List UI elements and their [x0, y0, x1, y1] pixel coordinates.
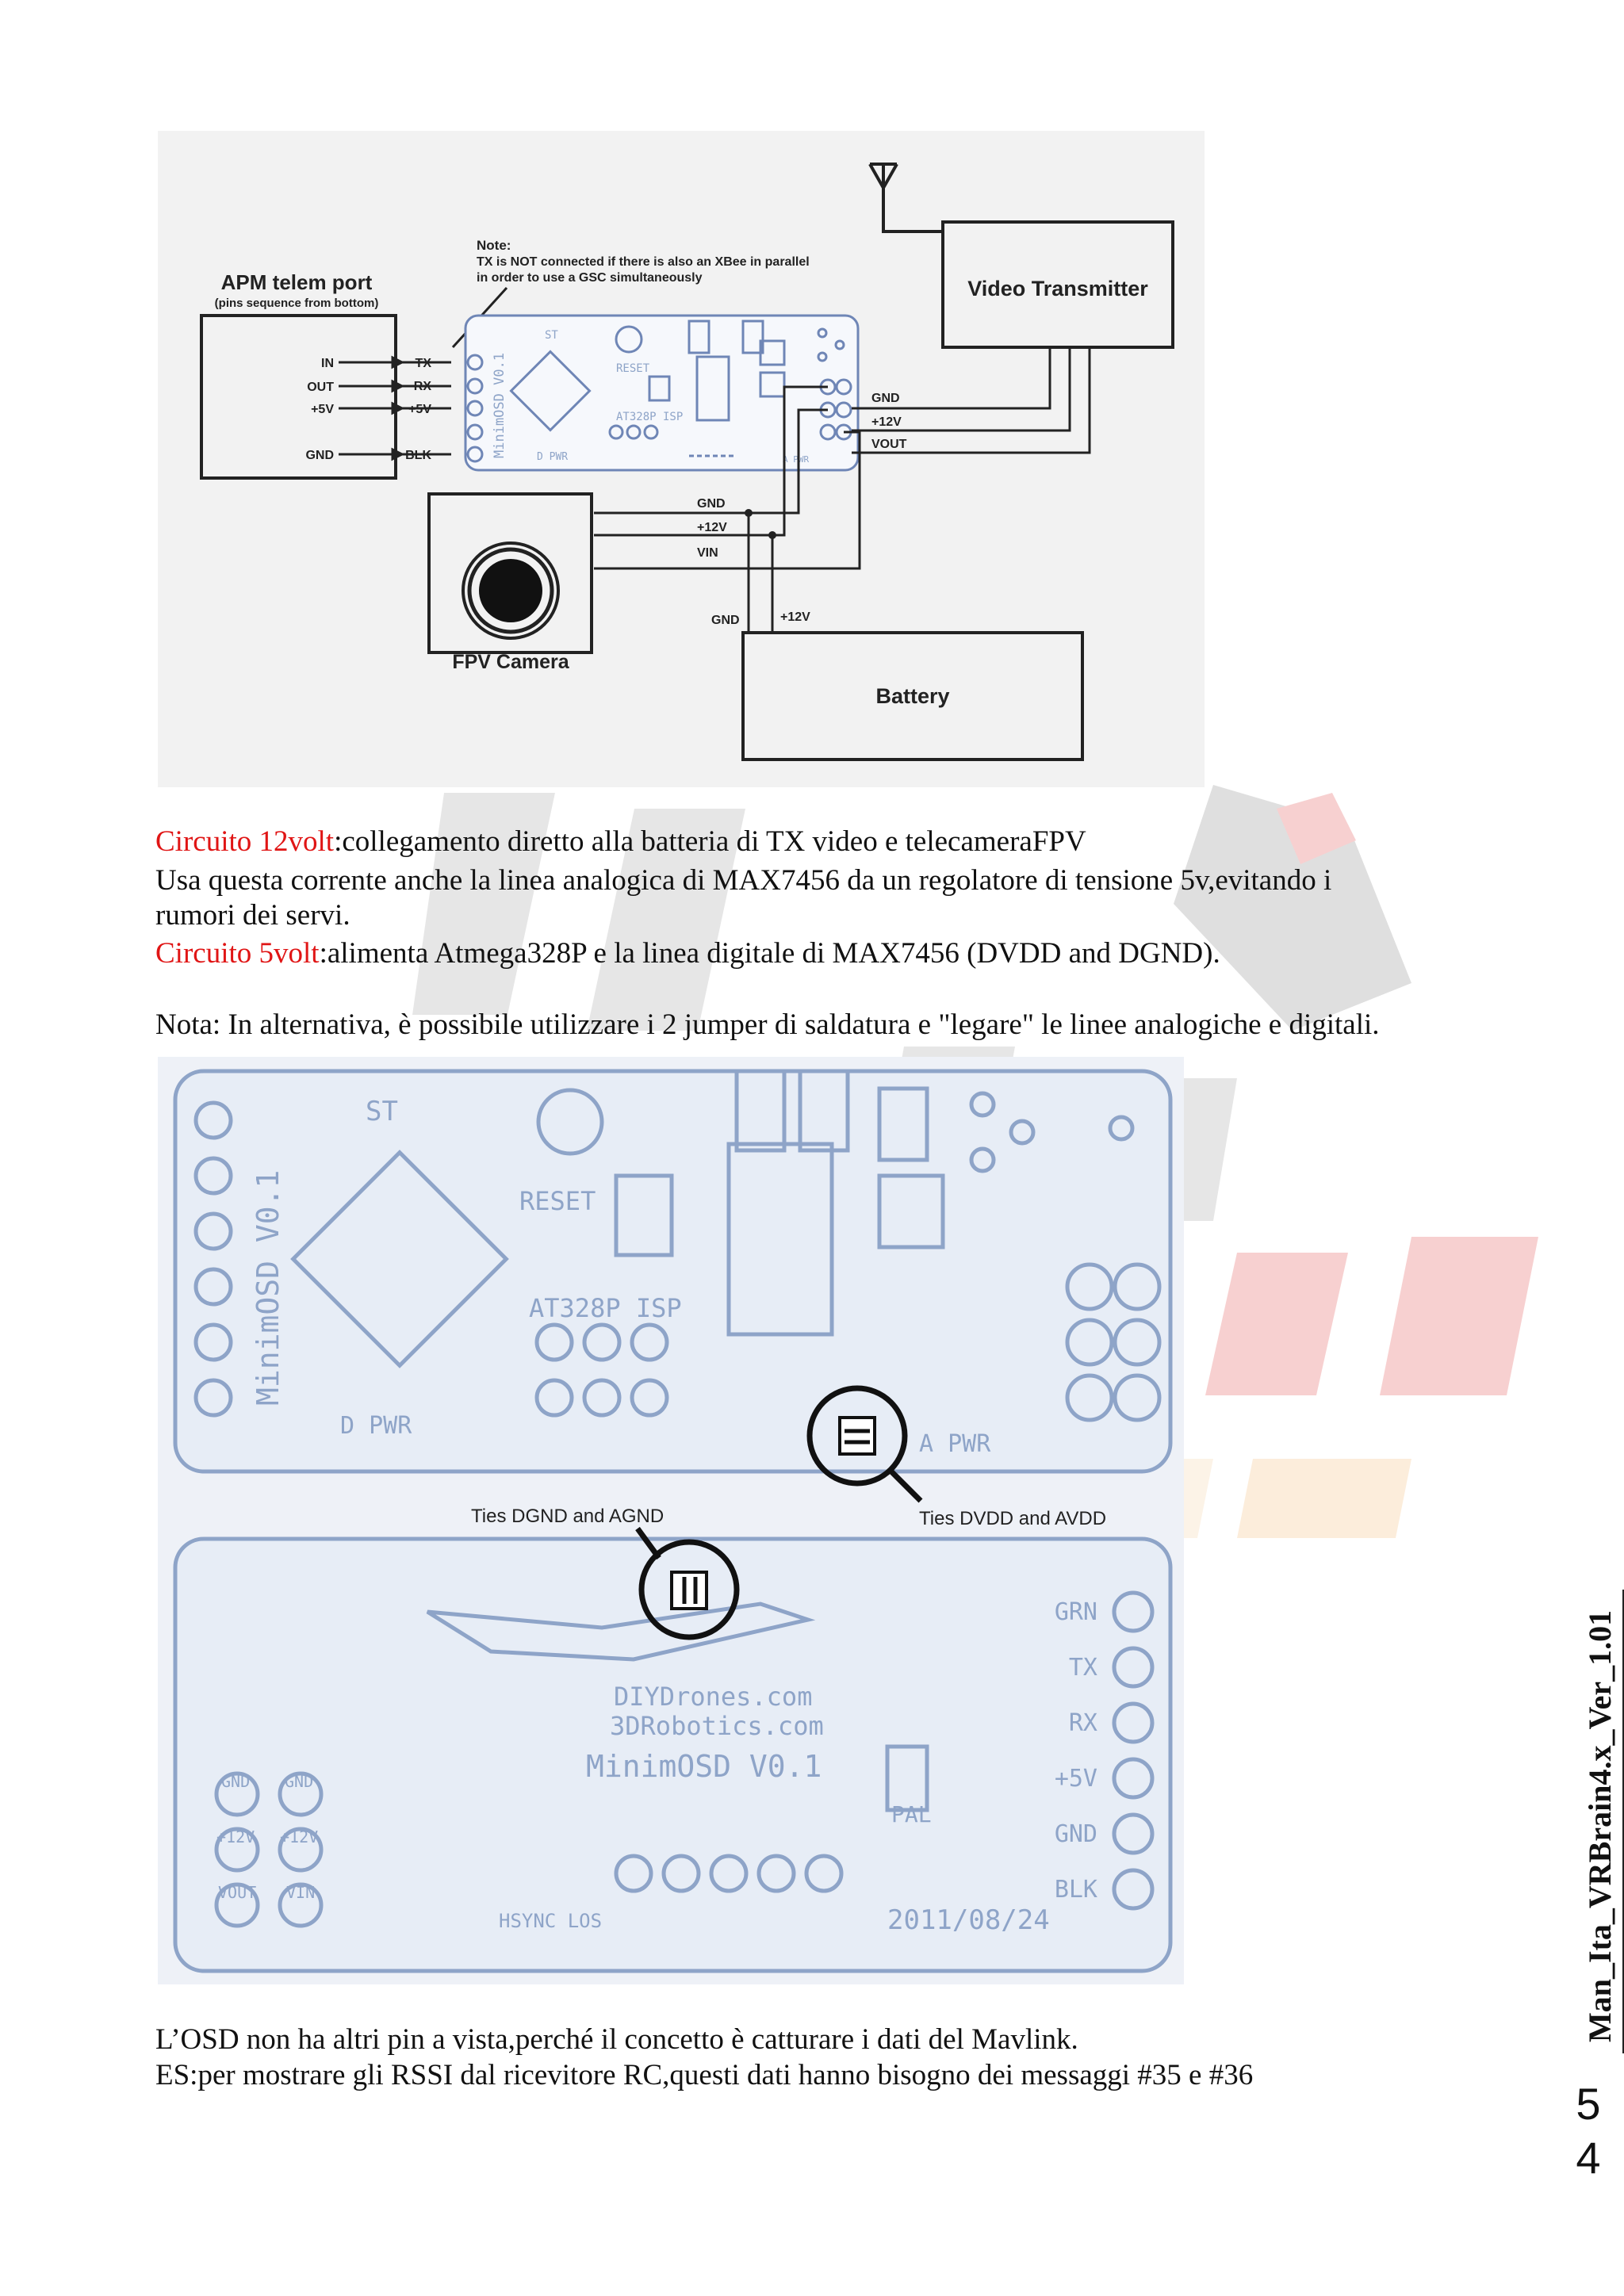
osd-pin-5v: +5V — [408, 403, 431, 416]
camera-wire-12v: +12V — [697, 521, 727, 534]
apm-title: APM telem port — [221, 270, 373, 294]
pcb-label-name-bottom: MinimOSD V0.1 — [586, 1749, 822, 1784]
circuit-5v-label: Circuito 5volt — [155, 937, 320, 970]
circuit-12v-text: :collegamento diretto alla batteria di T… — [334, 825, 1086, 858]
apm-pin-5v: +5V — [311, 403, 334, 416]
document-title: Man_Ita_VRBrain4.x_Ver_1.01 — [1582, 1609, 1618, 2042]
callout-left-label: Ties DGND and AGND — [471, 1506, 664, 1527]
wiring-diagram: Video Transmitter APM telem port (pins s… — [200, 163, 1174, 761]
pcb-label-isp: AT328P ISP — [529, 1293, 682, 1323]
pcb-label-diydrones: DIYDrones.com — [614, 1682, 812, 1712]
osd-pin-tx: TX — [416, 357, 432, 370]
osd-label-apwr: A PWR — [783, 454, 809, 465]
osd-pin-blk: BLK — [405, 449, 431, 462]
watermark-logo — [412, 785, 1538, 1538]
apm-telem-box — [200, 314, 397, 480]
paragraph-line2: Usa questa corrente anche la linea analo… — [155, 864, 1332, 897]
pcb-pin-left-12v2: +12V — [280, 1827, 318, 1846]
pcb-pin-blk: BLK — [1055, 1876, 1097, 1904]
pcb-pin-5v: +5V — [1055, 1765, 1097, 1793]
pcb-pin-left-vout: VOUT — [218, 1883, 256, 1902]
camera-wire-gnd: GND — [697, 497, 726, 511]
page-number-digit1: 5 — [1576, 2079, 1601, 2129]
apm-pin-out: OUT — [307, 381, 334, 394]
osd-label-isp: AT328P ISP — [616, 411, 683, 423]
osd-label-dpwr: D PWR — [537, 451, 568, 463]
pcb-label-date: 2011/08/24 — [887, 1904, 1050, 1936]
camera-lens-icon — [462, 541, 560, 640]
callout-right-label: Ties DVDD and AVDD — [919, 1508, 1106, 1529]
battery-box — [741, 631, 1084, 761]
pcb-pin-left-gnd2: GND — [285, 1772, 313, 1791]
pcb-pin-left-12v1: +12V — [216, 1827, 255, 1846]
apm-pin-in: IN — [321, 357, 334, 370]
video-transmitter-label: Video Transmitter — [967, 277, 1148, 300]
pcb-diagram: ST RESET AT328P ISP MinimOSD V0.1 D PWR … — [173, 1069, 1173, 1973]
note-title: Note: — [477, 238, 511, 253]
paragraph-rssi: ES:per mostrare gli RSSI dal ricevitore … — [155, 2059, 1254, 2091]
osd-label-st: ST — [545, 329, 558, 342]
pcb-label-apwr: A PWR — [919, 1430, 991, 1458]
jumper-callout-right — [806, 1385, 923, 1503]
battery-wire-gnd: GND — [711, 614, 740, 627]
pcb-label-st: ST — [366, 1096, 398, 1127]
pcb-label-3drobotics: 3DRobotics.com — [610, 1711, 824, 1741]
osd-board-name: MinimOSD V0.1 — [492, 353, 508, 458]
pcb-label-hsync: HSYNC LOS — [499, 1910, 602, 1932]
pcb-label-name: MinimOSD V0.1 — [251, 1170, 285, 1406]
paragraph-5v: Circuito 5volt:alimenta Atmega328P e la … — [155, 936, 1220, 971]
circuit-12v-label: Circuito 12volt — [155, 825, 335, 858]
paragraph-note: Nota: In alternativa, è possibile utiliz… — [155, 1008, 1380, 1041]
note-line1: TX is NOT connected if there is also an … — [477, 255, 810, 269]
page-number: 5 4 — [1568, 2077, 1608, 2185]
jumper-callout-left — [635, 1526, 740, 1640]
camera-wire-vin: VIN — [697, 546, 718, 560]
pcb-label-dpwr: D PWR — [340, 1412, 412, 1440]
pcb-pin-left-vin: VIN — [286, 1883, 315, 1902]
battery-wire-12v: +12V — [780, 610, 810, 624]
fpv-camera-box — [427, 492, 593, 654]
footer-divider — [1622, 1590, 1624, 2053]
note-line2: in order to use a GSC simultaneously — [477, 271, 703, 285]
apm-subtitle: (pins sequence from bottom) — [215, 297, 379, 310]
pcb-pin-gnd: GND — [1055, 1820, 1097, 1848]
circuit-5v-text: :alimenta Atmega328P e la linea digitale… — [319, 937, 1220, 970]
paragraph-12v: Circuito 12volt:collegamento diretto all… — [155, 824, 1086, 859]
paragraph-osd-pins: L’OSD non ha altri pin a vista,perché il… — [155, 2023, 1078, 2056]
video-transmitter-box — [941, 220, 1174, 349]
pcb-label-reset: RESET — [519, 1186, 596, 1216]
minimosd-board — [464, 314, 860, 472]
pcb-pin-grn: GRN — [1055, 1598, 1097, 1626]
power-pin-vout: VOUT — [871, 438, 907, 451]
antenna-icon — [868, 163, 943, 233]
osd-label-reset: RESET — [616, 362, 650, 375]
pcb-pin-left-gnd1: GND — [221, 1772, 250, 1791]
pcb-label-pal: PAL — [891, 1801, 932, 1827]
power-pin-gnd: GND — [871, 392, 900, 405]
pcb-jumper-image: ST RESET AT328P ISP MinimOSD V0.1 D PWR … — [158, 1057, 1184, 1984]
osd-pin-rx: RX — [414, 380, 432, 393]
page-number-digit2: 4 — [1576, 2133, 1601, 2183]
fpv-camera-label: FPV Camera — [452, 651, 569, 673]
apm-pin-gnd: GND — [305, 449, 334, 462]
wiring-diagram-image: Video Transmitter APM telem port (pins s… — [158, 131, 1205, 787]
battery-label: Battery — [875, 684, 949, 708]
power-pin-12v: +12V — [871, 415, 902, 429]
pcb-pin-tx: TX — [1069, 1654, 1097, 1682]
paragraph-line3: rumori dei servi. — [155, 899, 350, 932]
pcb-pin-rx: RX — [1069, 1709, 1097, 1737]
